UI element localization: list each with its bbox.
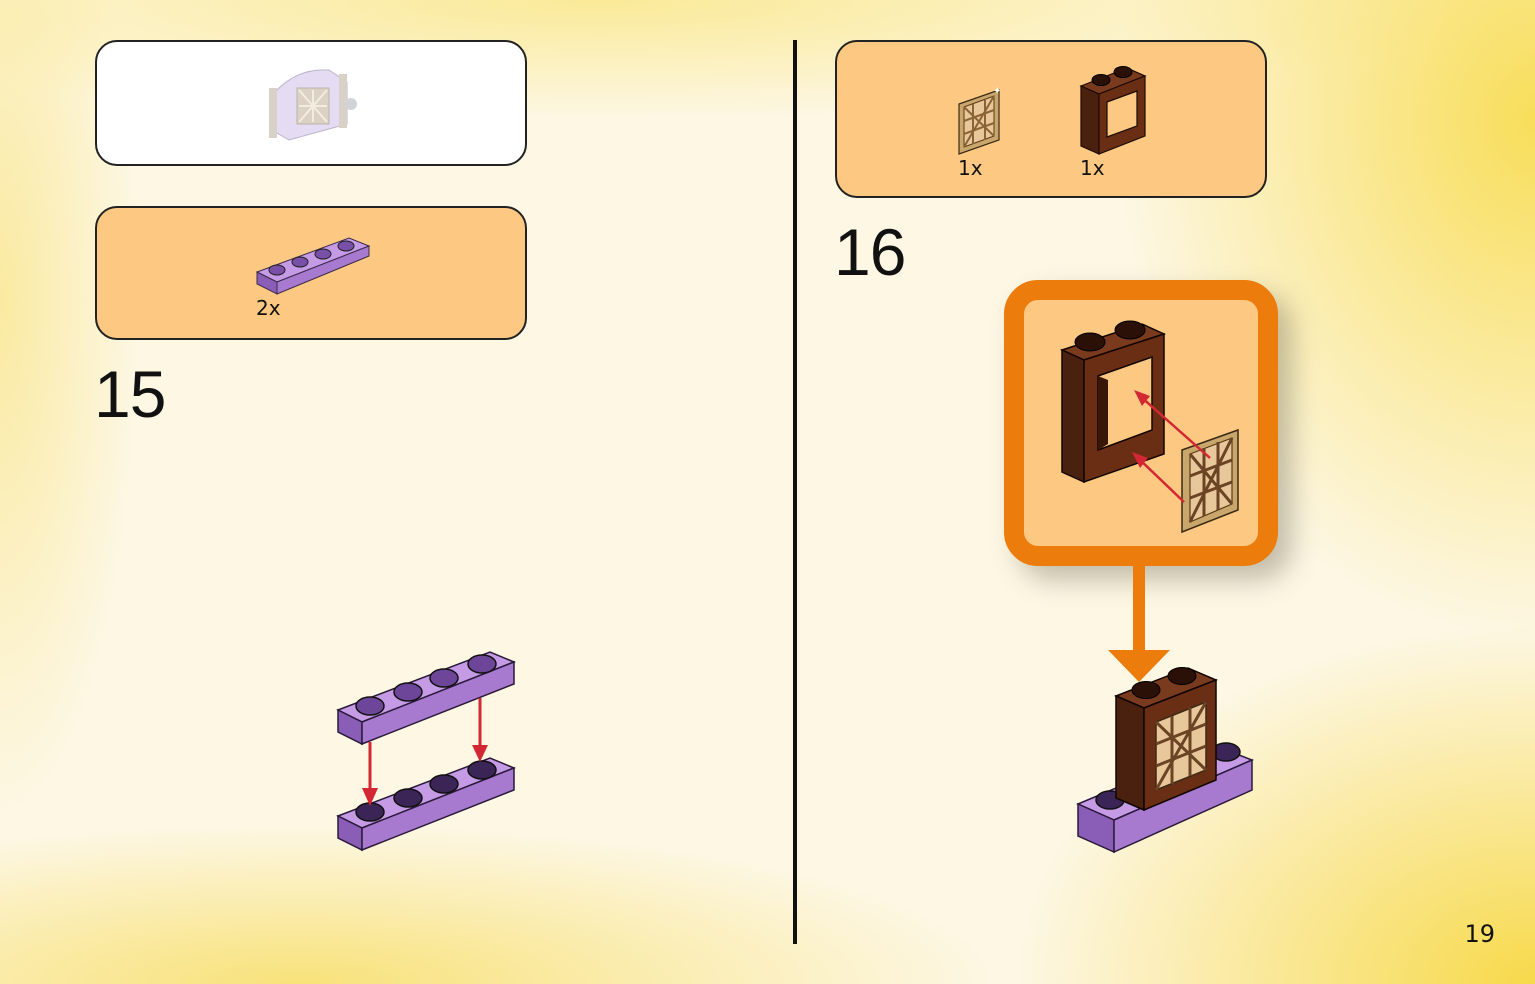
assembly-callout-box <box>1004 280 1278 566</box>
step15-build-illustration <box>336 651 516 852</box>
step16-parts-box: ✦ 1x 1x <box>835 40 1267 198</box>
part-quantity: 2x <box>256 296 281 320</box>
page-number: 19 <box>1464 920 1495 948</box>
svg-text:✦: ✦ <box>993 86 1001 97</box>
step-number-15: 15 <box>94 357 166 431</box>
part-quantity: 1x <box>958 156 983 180</box>
step-number-16: 16 <box>834 215 906 289</box>
purple-plate-1x4-icon <box>255 237 371 295</box>
lattice-pane-icon: ✦ <box>958 86 1001 155</box>
step16-build-illustration <box>1076 667 1254 854</box>
window-submodel-preview-image <box>269 69 357 141</box>
submodel-preview-box <box>95 40 527 166</box>
step15-parts-box: 2x <box>95 206 527 340</box>
callout-down-arrow <box>1108 566 1170 682</box>
page-divider <box>793 40 797 944</box>
brown-window-frame-icon <box>1079 66 1147 155</box>
part-quantity: 1x <box>1080 156 1105 180</box>
frame-and-pane-assembly-image <box>1059 320 1239 534</box>
